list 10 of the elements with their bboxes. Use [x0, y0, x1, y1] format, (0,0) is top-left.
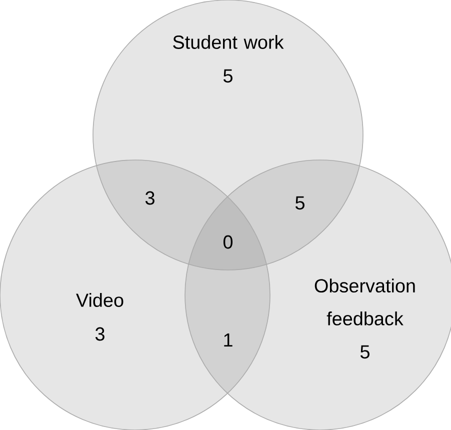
circle-title: Observation feedback	[314, 278, 415, 326]
circle-title: Student work	[173, 35, 284, 49]
count-number: 5	[296, 196, 304, 210]
circle-title: Video	[76, 293, 124, 307]
count-number: 5	[360, 345, 370, 359]
count-number: 0	[223, 235, 233, 249]
count-number: 3	[145, 191, 154, 205]
count-number: 5	[224, 69, 232, 83]
count-number: 3	[95, 327, 104, 341]
count-number: 1	[224, 334, 232, 346]
